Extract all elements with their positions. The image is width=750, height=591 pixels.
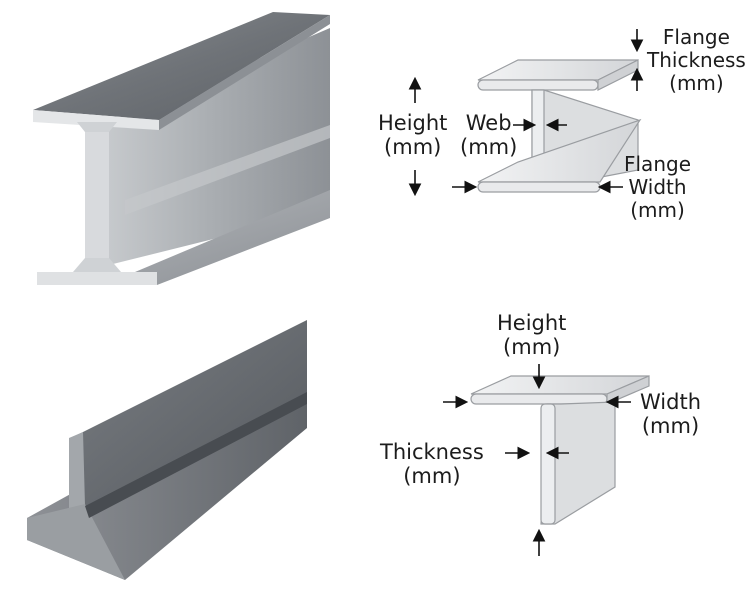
i-web-label: Web(mm)	[460, 111, 518, 159]
t-beam-arrows	[443, 364, 631, 556]
t-width-label: Width(mm)	[640, 390, 702, 438]
i-height-label: Height(mm)	[378, 111, 448, 159]
i-beam-arrows	[408, 29, 644, 197]
t-thickness-label: Thickness(mm)	[380, 440, 484, 488]
t-height-label: Height(mm)	[497, 311, 567, 359]
i-beam-photo	[33, 12, 330, 285]
t-stem	[540, 401, 616, 525]
i-beam-diagram	[477, 59, 642, 193]
t-beam-photo	[27, 320, 307, 580]
